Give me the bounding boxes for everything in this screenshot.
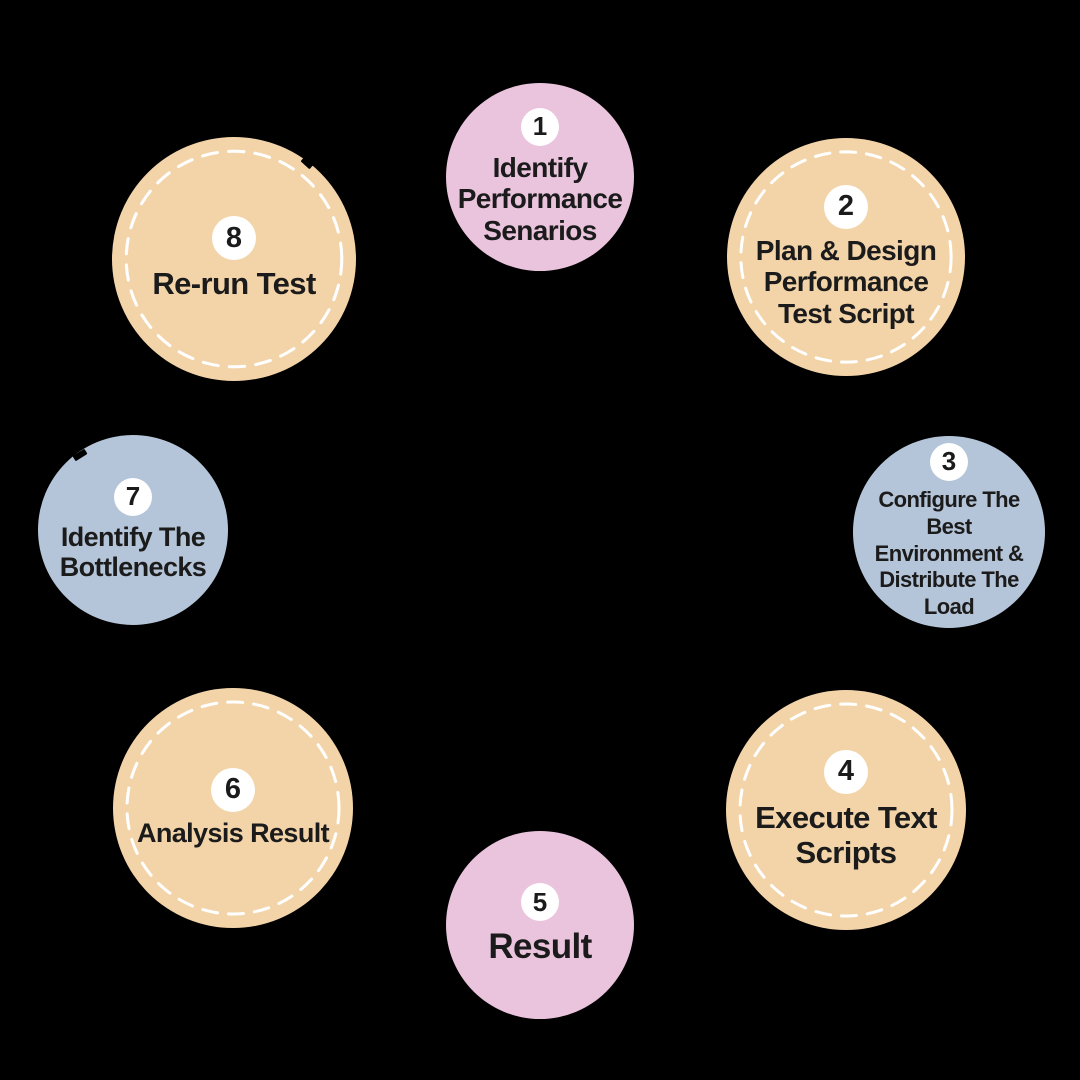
step-number-badge: 8: [212, 216, 256, 261]
step-label: Re-run Test: [152, 266, 316, 302]
step-label: Plan & Design Performance Test Script: [755, 234, 937, 329]
step-circle-1: 1 Identify Performance Senarios: [446, 83, 634, 271]
step-label: Identify The Bottlenecks: [59, 521, 207, 583]
step-circle-7: 7 Identify The Bottlenecks: [38, 435, 228, 625]
step-number: 5: [532, 886, 548, 917]
step-number: 4: [837, 755, 855, 788]
step-label: Analysis Result: [136, 817, 330, 848]
step-number-badge: 6: [211, 767, 255, 812]
step-label: Result: [488, 927, 592, 967]
step-label: Configure The Best Environment & Distrib…: [874, 486, 1024, 620]
step-circle-6: 6 Analysis Result: [113, 688, 353, 928]
step-circle-4: 4 Execute Text Scripts: [726, 690, 966, 930]
step-number: 8: [225, 221, 243, 254]
step-number-badge: 4: [824, 749, 868, 794]
step-label: Identify Performance Senarios: [457, 151, 623, 246]
step-number-badge: 2: [824, 184, 868, 229]
step-number: 7: [125, 481, 141, 511]
step-number-badge: 7: [114, 477, 152, 516]
step-circle-8: 8 Re-run Test: [112, 137, 356, 381]
step-number-badge: 3: [930, 442, 968, 481]
step-circle-2: 2 Plan & Design Performance Test Script: [727, 138, 965, 376]
step-number: 3: [941, 446, 957, 477]
step-number: 6: [224, 773, 242, 806]
step-circle-5: 5 Result: [446, 831, 634, 1019]
step-number-badge: 1: [521, 107, 559, 146]
step-number-badge: 5: [521, 883, 559, 922]
step-number: 1: [532, 111, 548, 142]
step-label: Execute Text Scripts: [755, 799, 937, 870]
step-circle-3: 3 Configure The Best Environment & Distr…: [853, 436, 1045, 628]
step-number: 2: [837, 190, 855, 223]
